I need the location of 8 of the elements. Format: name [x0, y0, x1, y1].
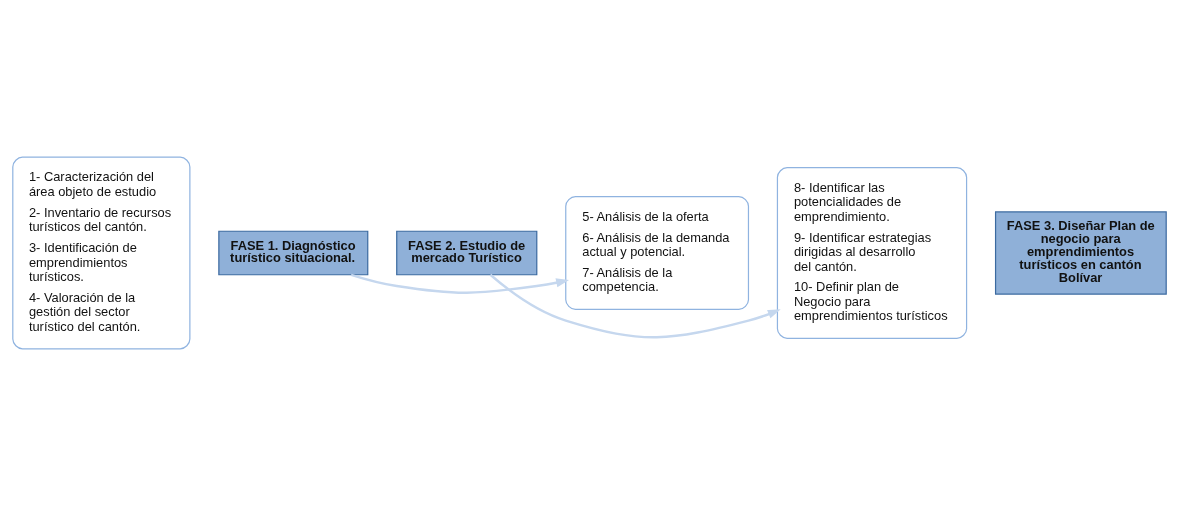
node-box: 8- Identificar las potencialidades de emprendimiento. 9- Identificar estrategias dirigidas al desarrollo del cantón. 10- Definir plan de Negocio para emprendimientos turísticos	[776, 167, 968, 339]
node-box: FASE 2. Estudio de mercado Turístico	[396, 230, 538, 276]
node-box: FASE 1. Diagnóstico turístico situacional.	[218, 230, 369, 276]
arrow	[350, 273, 570, 294]
node-box: 5- Análisis de la oferta 6- Análisis de la demanda actual y potencial. 7- Análisis de la competencia.	[565, 196, 750, 310]
node-box: FASE 3. Diseñar Plan de negocio para emprendimientos turísticos en cantón Bolívar	[994, 211, 1167, 295]
node-box: 1- Caracterización del área objeto de estudio 2- Inventario de recursos turísticos del cantón. 3- Identificación de emprendimientos turísticos. 4- Valoración de la gestión del sector turístico del cantón.	[12, 156, 191, 350]
arrow	[489, 273, 781, 339]
